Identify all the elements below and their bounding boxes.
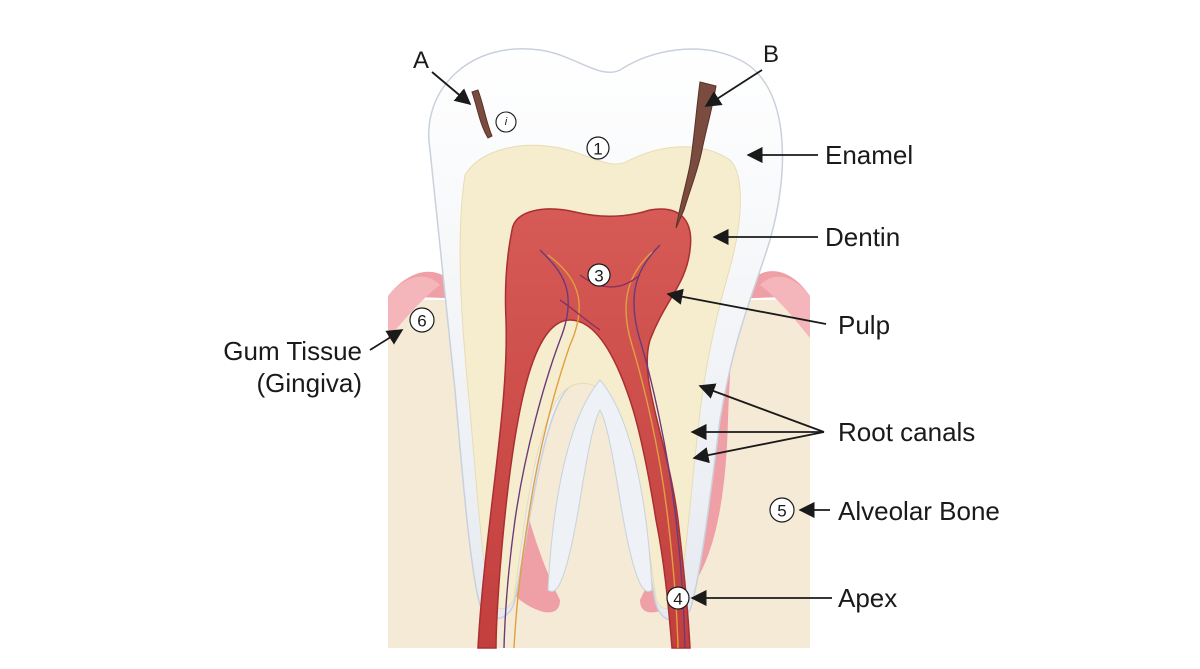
pulp-chamber xyxy=(477,208,692,649)
arrow-root-canal-1 xyxy=(698,383,825,433)
marker-6: 6 xyxy=(409,307,435,333)
arrow-gum-tissue xyxy=(369,329,404,351)
marker-3: 3 xyxy=(587,263,611,287)
nerve-vessels xyxy=(503,244,686,649)
label-enamel: Enamel xyxy=(825,140,913,170)
svg-text:5: 5 xyxy=(777,502,786,521)
arrow-b xyxy=(704,69,763,107)
label-apex: Apex xyxy=(838,583,897,613)
svg-text:4: 4 xyxy=(673,590,682,609)
text-labels: A B Enamel Dentin Pulp Root canals Alveo… xyxy=(223,41,1000,613)
svg-text:6: 6 xyxy=(417,312,426,331)
label-letter-b: B xyxy=(763,41,779,68)
numbered-markers: 1 i 3 4 5 6 xyxy=(409,111,795,610)
label-gum-tissue-line1: Gum Tissue xyxy=(223,336,362,366)
decay-a-crack xyxy=(471,89,493,139)
svg-text:i: i xyxy=(505,116,508,128)
marker-4: 4 xyxy=(666,586,690,610)
label-alveolar-bone: Alveolar Bone xyxy=(838,496,1000,526)
label-pulp: Pulp xyxy=(838,310,890,340)
marker-small: i xyxy=(495,111,517,133)
inter-root-strip xyxy=(547,379,653,593)
label-gum-tissue-line2: (Gingiva) xyxy=(257,368,362,398)
arrow-a xyxy=(431,71,472,106)
svg-text:1: 1 xyxy=(593,140,602,159)
label-dentin: Dentin xyxy=(825,222,900,252)
arrow-pulp xyxy=(666,288,827,325)
label-root-canals: Root canals xyxy=(838,417,975,447)
marker-5: 5 xyxy=(769,497,795,523)
arrow-root-canal-3 xyxy=(692,431,825,464)
label-letter-a: A xyxy=(413,47,429,74)
marker-1: 1 xyxy=(586,136,610,160)
leader-lines xyxy=(369,69,832,607)
svg-text:3: 3 xyxy=(594,267,603,286)
decay-b-crack xyxy=(675,81,717,229)
